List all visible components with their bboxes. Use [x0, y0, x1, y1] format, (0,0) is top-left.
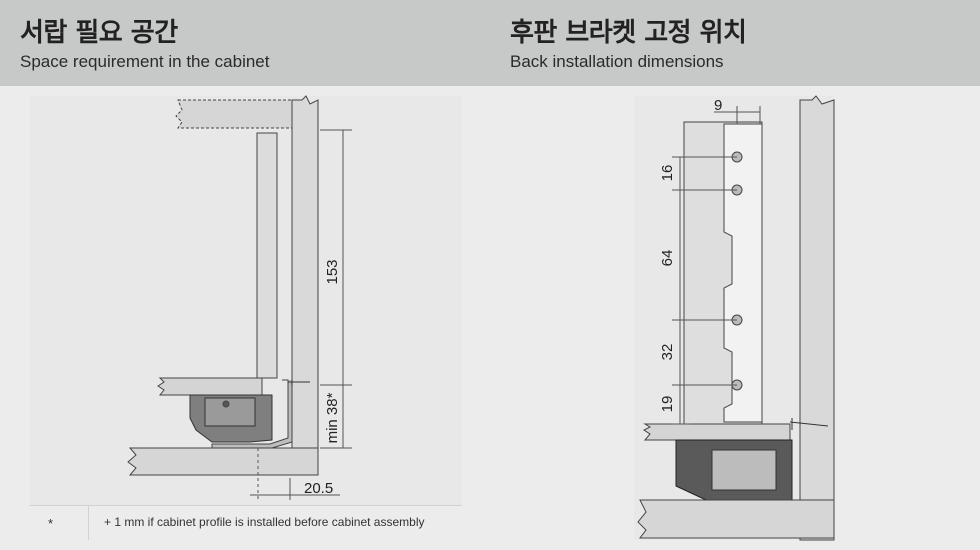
- footnote-marker: *: [48, 516, 54, 531]
- right-subtitle: Back installation dimensions: [510, 52, 724, 71]
- back-bracket: [723, 123, 763, 423]
- right-drawing: [637, 95, 835, 541]
- right-runner-profile: [711, 449, 777, 491]
- header-bar: [0, 0, 980, 86]
- runner-clip: [204, 397, 256, 427]
- footnote-divider: [88, 506, 89, 540]
- left-dim-height: 153: [324, 259, 341, 284]
- drawer-bottom-panel: [157, 377, 263, 396]
- left-dim-offset: 20.5: [304, 480, 333, 497]
- left-drawing: [127, 95, 319, 476]
- cabinet-bottom: [127, 447, 319, 476]
- right-dim-top-offset: 9: [714, 97, 722, 114]
- right-dim-d3: 32: [659, 344, 676, 361]
- right-dimension-lines: [672, 106, 761, 425]
- cabinet-side-wall: [291, 95, 319, 476]
- right-cabinet-wall: [799, 95, 835, 541]
- left-dimension-lines: [250, 129, 352, 500]
- right-dim-d1: 16: [659, 165, 676, 182]
- left-dim-min-height: min 38*: [324, 392, 341, 443]
- footnote-row: * + 1 mm if cabinet profile is installed…: [30, 505, 462, 540]
- footnote-text: + 1 mm if cabinet profile is installed b…: [104, 515, 425, 529]
- right-cabinet-bottom: [637, 499, 835, 539]
- mounting-screw: [288, 379, 310, 386]
- left-subtitle: Space requirement in the cabinet: [20, 52, 270, 71]
- drawer-side: [256, 132, 278, 379]
- right-dim-d4: 19: [659, 396, 676, 413]
- right-dim-d2: 64: [659, 250, 676, 267]
- profile-rail: [211, 379, 293, 449]
- left-title: 서랍 필요 공간: [20, 18, 178, 48]
- runner-screw: [222, 400, 230, 408]
- right-title: 후판 브라켓 고정 위치: [510, 18, 747, 48]
- right-drawer-bottom: [643, 423, 791, 441]
- top-drawer-fragment: [175, 99, 293, 129]
- right-mounting-screw: [789, 418, 829, 430]
